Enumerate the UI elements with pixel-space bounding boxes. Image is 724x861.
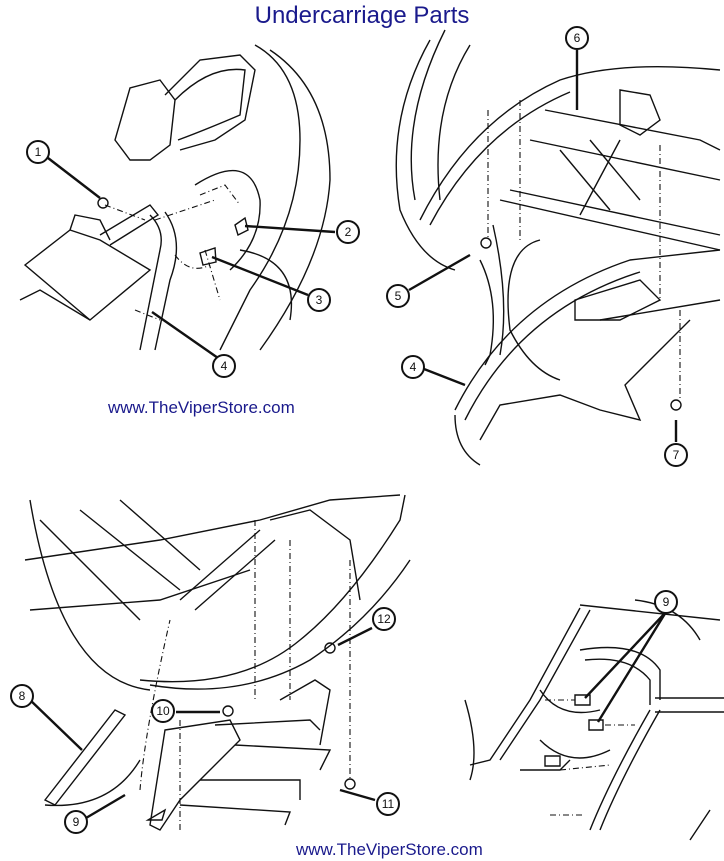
callout-label: 2 [345, 225, 352, 239]
page-title: Undercarriage Parts [254, 2, 470, 29]
callout-6: 6 [565, 26, 589, 50]
callout-5: 5 [386, 284, 410, 308]
callout-label: 8 [19, 689, 26, 703]
callout-4-top-right: 4 [401, 355, 425, 379]
website-watermark-bottom: www.TheViperStore.com [296, 840, 483, 859]
callout-label: 11 [382, 797, 395, 811]
callout-label: 3 [316, 293, 323, 307]
callout-label: 9 [663, 595, 670, 609]
callout-9-bottom-right: 9 [654, 590, 678, 614]
callout-8: 8 [10, 684, 34, 708]
callout-label: 5 [395, 289, 402, 303]
callout-3: 3 [307, 288, 331, 312]
callout-10: 10 [151, 699, 175, 723]
callout-2: 2 [336, 220, 360, 244]
callout-label: 7 [673, 448, 680, 462]
callout-label: 12 [377, 612, 391, 626]
callout-12: 12 [372, 607, 396, 631]
callout-7: 7 [664, 443, 688, 467]
panel-front-frame-splash [395, 29, 721, 466]
callout-11: 11 [376, 792, 400, 816]
callout-label: 4 [221, 359, 228, 373]
callout-4-top-left: 4 [212, 354, 236, 378]
website-watermark-top: www.TheViperStore.com [108, 398, 295, 417]
panel-rear-clip-detail [464, 599, 724, 841]
callout-1: 1 [26, 140, 50, 164]
callout-label: 10 [156, 704, 170, 718]
panel-belly-pan [24, 494, 411, 832]
callout-label: 4 [410, 360, 417, 374]
callout-9-bottom-left: 9 [64, 810, 88, 834]
callout-label: 1 [35, 145, 42, 159]
callout-label: 9 [73, 815, 80, 829]
panel-front-left-wheel-well [19, 44, 336, 359]
callout-label: 6 [574, 31, 581, 45]
